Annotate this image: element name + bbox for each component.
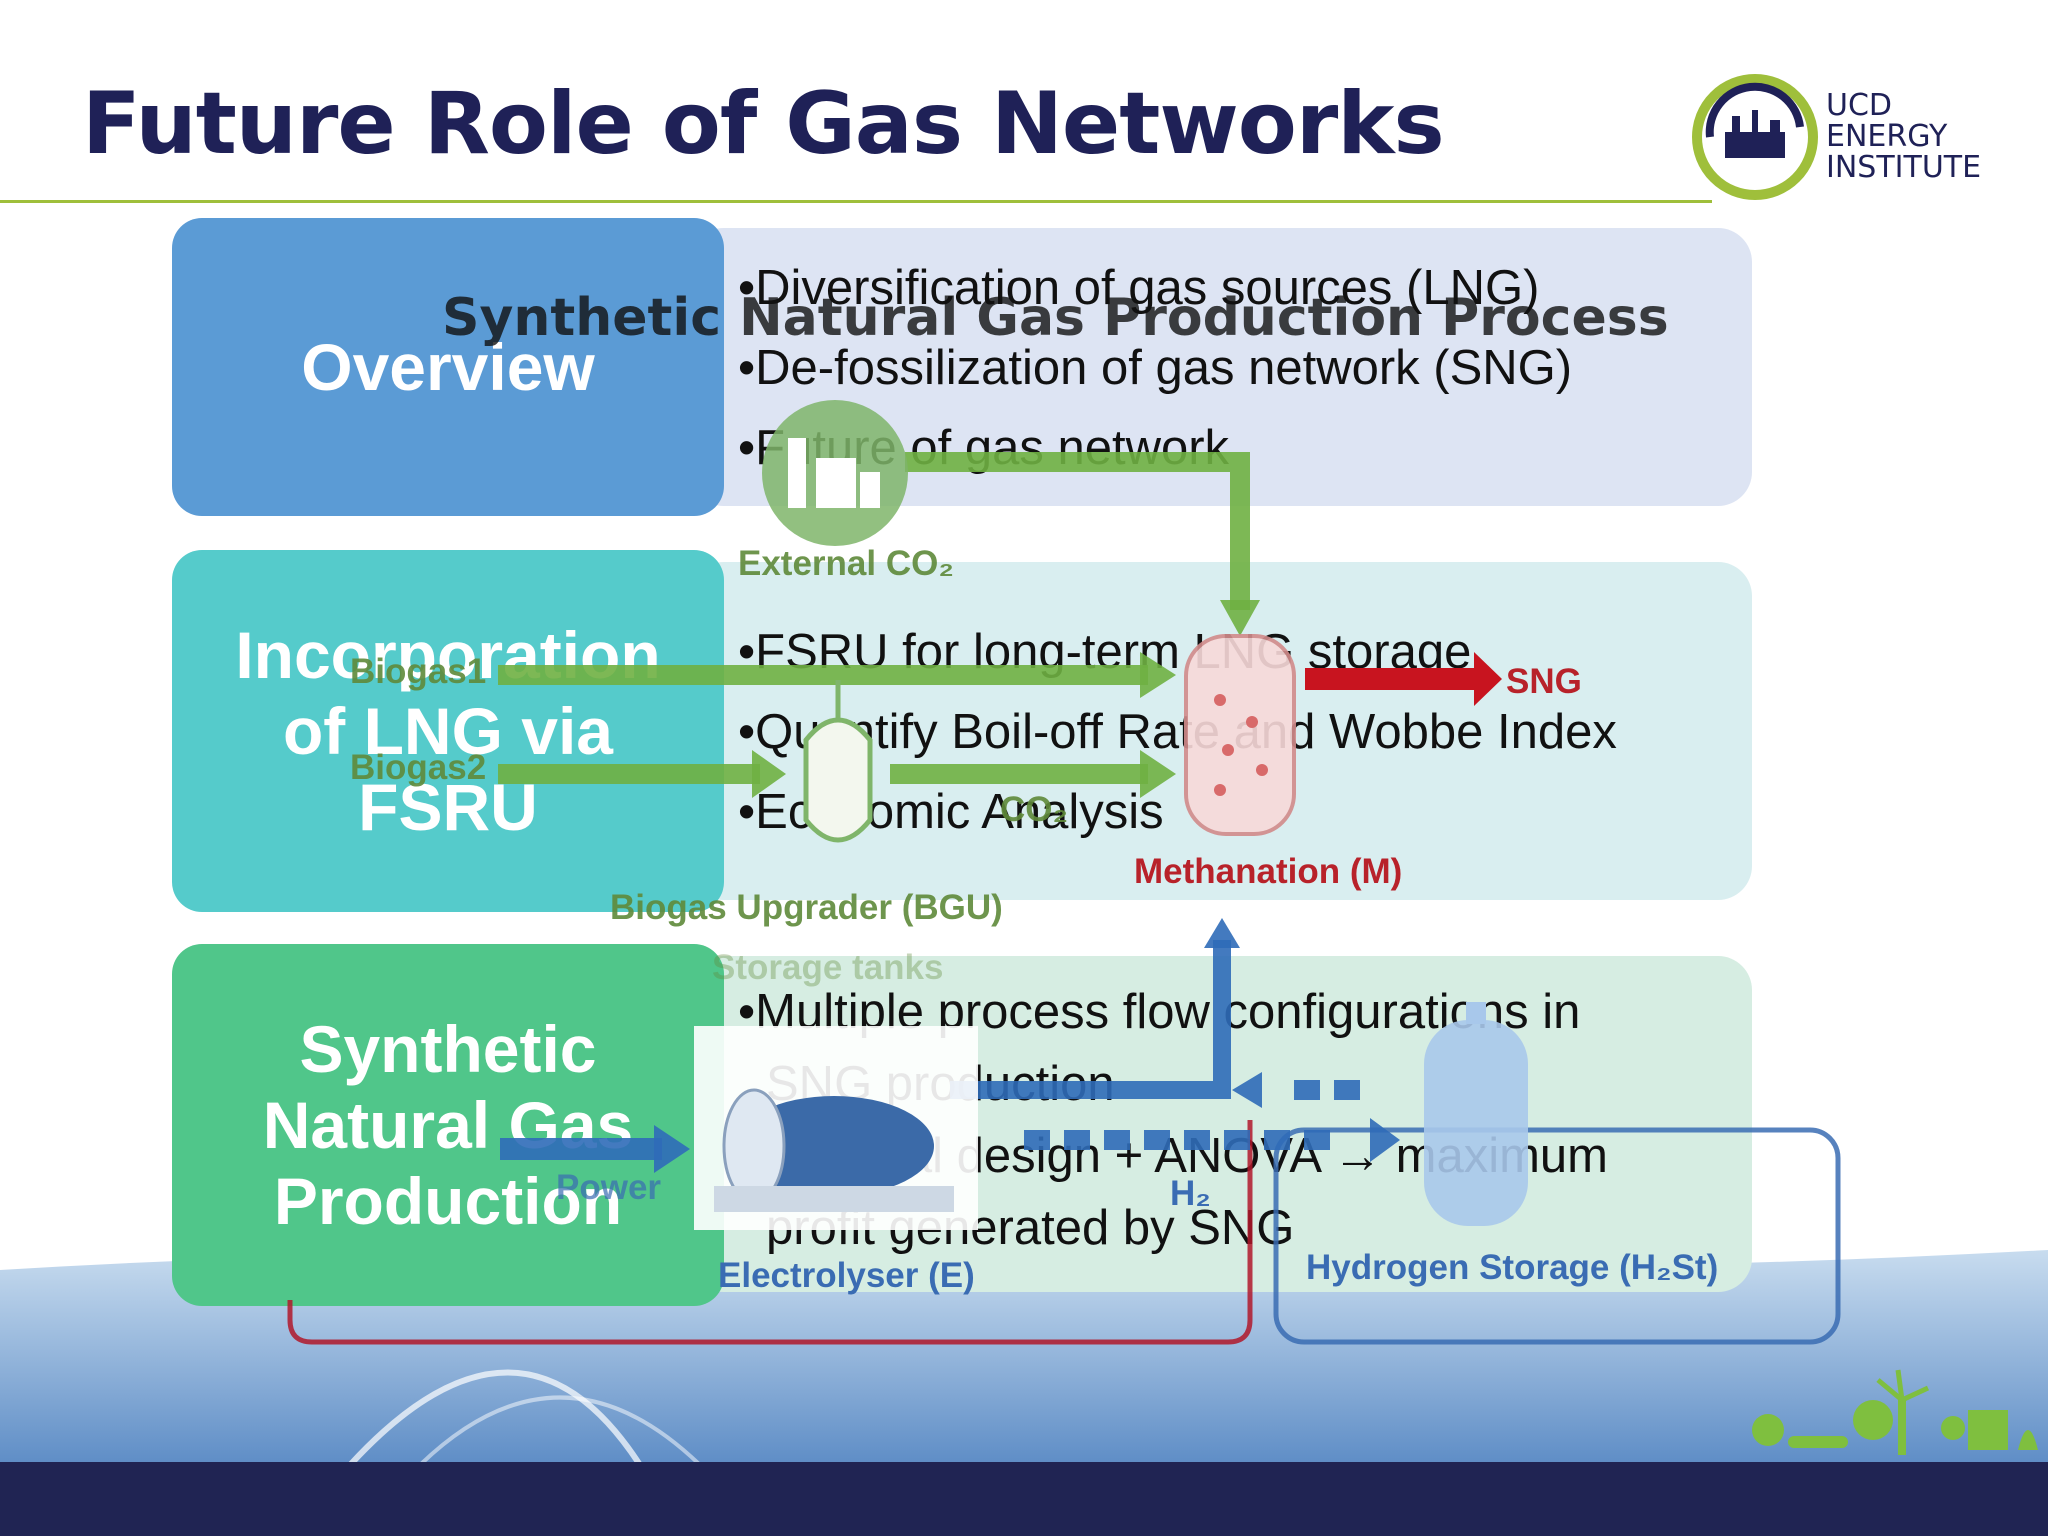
lng-label-line: of LNG via — [282, 694, 614, 768]
ucd-energy-institute-logo: UCD ENERGY INSTITUTE — [1690, 72, 1990, 202]
logo-text-line-3: INSTITUTE — [1826, 150, 1982, 185]
electrolyser-icon — [694, 1026, 978, 1230]
list-item: •Diversification of gas sources (LNG) — [738, 261, 1540, 315]
electrolyser-label: Electrolyser (E) — [718, 1256, 975, 1295]
sustainability-icons — [1752, 1369, 2038, 1455]
footer-bar — [0, 1462, 2048, 1536]
biogas1-label: Biogas1 — [350, 652, 487, 691]
slide-title: Future Role of Gas Networks — [82, 74, 1445, 174]
lng-label-box: Incorporation of LNG via FSRU — [172, 550, 724, 912]
hydrogen-storage-label: Hydrogen Storage (H₂St) — [1306, 1248, 1719, 1287]
sng-label-box: Synthetic Natural Gas Production — [172, 944, 724, 1306]
logo-text-line-2: ENERGY — [1826, 119, 1948, 154]
list-item: •De-fossilization of gas network (SNG) — [738, 341, 1573, 395]
overview-label: Overview — [301, 330, 595, 404]
co2-label: CO₂ — [1000, 790, 1069, 829]
power-label: Power — [556, 1168, 662, 1207]
biogas2-label: Biogas2 — [350, 748, 487, 787]
biogas-upgrader-icon — [803, 680, 873, 843]
sng-output-label: SNG — [1506, 662, 1582, 701]
h2-label: H₂ — [1170, 1174, 1211, 1213]
biogas-upgrader-label: Biogas Upgrader (BGU) — [610, 888, 1003, 927]
methanation-label: Methanation (M) — [1134, 852, 1403, 891]
title-divider — [0, 200, 1712, 203]
external-co2-label: External CO₂ — [738, 544, 954, 583]
process-flow-arrows — [287, 452, 1841, 1345]
sng-label-line: Production — [273, 1164, 623, 1238]
diagram-title: Synthetic Natural Gas Production Process — [442, 288, 1669, 348]
logo-emblem-icon — [1692, 74, 1818, 200]
storage-tanks-label: Storage tanks — [712, 948, 944, 987]
logo-text-line-1: UCD — [1826, 88, 1893, 123]
sng-process-diagram: Synthetic Natural Gas Production Process… — [287, 288, 1841, 1345]
methanation-reactor-icon — [1184, 634, 1296, 836]
overview-label-box: Overview — [172, 218, 724, 516]
sng-label-line: Synthetic — [299, 1012, 597, 1086]
factory-icon — [762, 400, 908, 546]
hydrogen-storage-icon — [1424, 1002, 1528, 1226]
